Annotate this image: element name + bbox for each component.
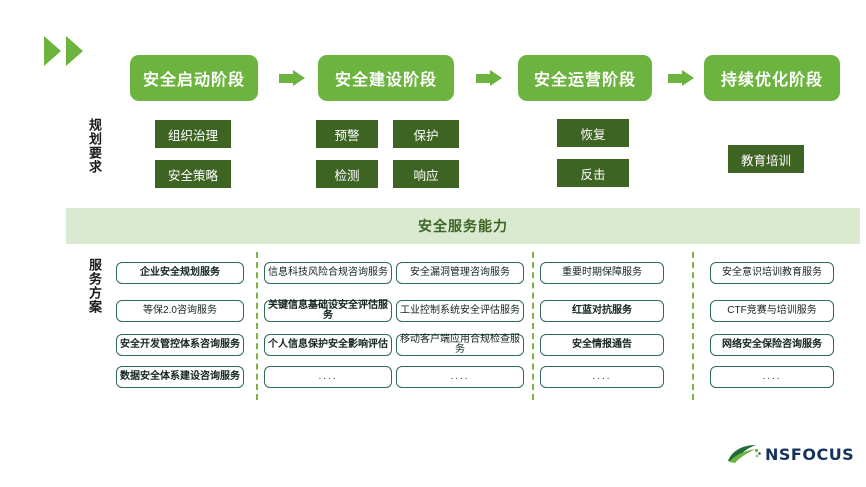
service-card[interactable]: 工业控制系统安全评估服务 [396, 300, 524, 322]
phase-box-4[interactable]: 持续优化阶段 [704, 55, 840, 101]
service-card[interactable]: 网络安全保险咨询服务 [710, 334, 834, 356]
nsfocus-swoosh-icon [728, 445, 761, 463]
phase-box-2[interactable]: 安全建设阶段 [318, 55, 454, 101]
service-card[interactable]: 安全漏洞管理咨询服务 [396, 262, 524, 284]
phase-box-1[interactable]: 安全启动阶段 [130, 55, 258, 101]
service-card[interactable]: 移动客户端应用合规检查服务 [396, 334, 524, 356]
capability-chip[interactable]: 安全策略 [155, 160, 231, 188]
planning-requirements-label: 规划要求 [87, 118, 102, 174]
capability-chip[interactable]: 预警 [316, 120, 378, 148]
service-card[interactable]: 等保2.0咨询服务 [116, 300, 244, 322]
capability-chip[interactable]: 保护 [393, 120, 459, 148]
arrow-2-icon [476, 70, 502, 86]
service-card[interactable]: 数据安全体系建设咨询服务 [116, 366, 244, 388]
capability-chip[interactable]: 检测 [316, 160, 378, 188]
column-divider-2 [532, 252, 534, 400]
service-card[interactable]: 重要时期保障服务 [540, 262, 664, 284]
service-card[interactable]: 安全意识培训教育服务 [710, 262, 834, 284]
capability-chip[interactable]: 恢复 [557, 119, 629, 147]
service-card[interactable]: 关键信息基础设安全评估服务 [264, 300, 392, 322]
capability-chip[interactable]: 组织治理 [155, 120, 231, 148]
phase-box-3[interactable]: 安全运营阶段 [518, 55, 652, 101]
service-card[interactable]: .... [396, 366, 524, 388]
arrow-3-icon [668, 70, 694, 86]
service-card[interactable]: CTF竞赛与培训服务 [710, 300, 834, 322]
column-divider-1 [256, 252, 258, 400]
service-card[interactable]: 安全情报通告 [540, 334, 664, 356]
service-card[interactable]: 安全开发管控体系咨询服务 [116, 334, 244, 356]
nsfocus-logo: NSFOCUS [726, 441, 858, 467]
band-title: 安全服务能力 [418, 218, 508, 234]
service-card[interactable]: 企业安全规划服务 [116, 262, 244, 284]
service-card[interactable]: 红蓝对抗服务 [540, 300, 664, 322]
service-card[interactable]: 个人信息保护安全影响评估 [264, 334, 392, 356]
capability-chip[interactable]: 响应 [393, 160, 459, 188]
capability-chip[interactable]: 教育培训 [728, 145, 804, 173]
service-card[interactable]: .... [264, 366, 392, 388]
arrow-1-icon [279, 70, 305, 86]
capability-chip[interactable]: 反击 [557, 159, 629, 187]
service-plan-label: 服务方案 [87, 258, 102, 314]
chevron-right-icon-2 [66, 36, 83, 66]
column-divider-3 [692, 252, 694, 400]
security-service-capability-band: 安全服务能力 [66, 208, 860, 244]
service-card[interactable]: .... [710, 366, 834, 388]
service-card[interactable]: 信息科技风险合规咨询服务 [264, 262, 392, 284]
chevron-right-icon-1 [44, 36, 61, 66]
double-chevron-icon [44, 36, 90, 68]
service-card[interactable]: .... [540, 366, 664, 388]
logo-wordmark: NSFOCUS [765, 444, 855, 464]
